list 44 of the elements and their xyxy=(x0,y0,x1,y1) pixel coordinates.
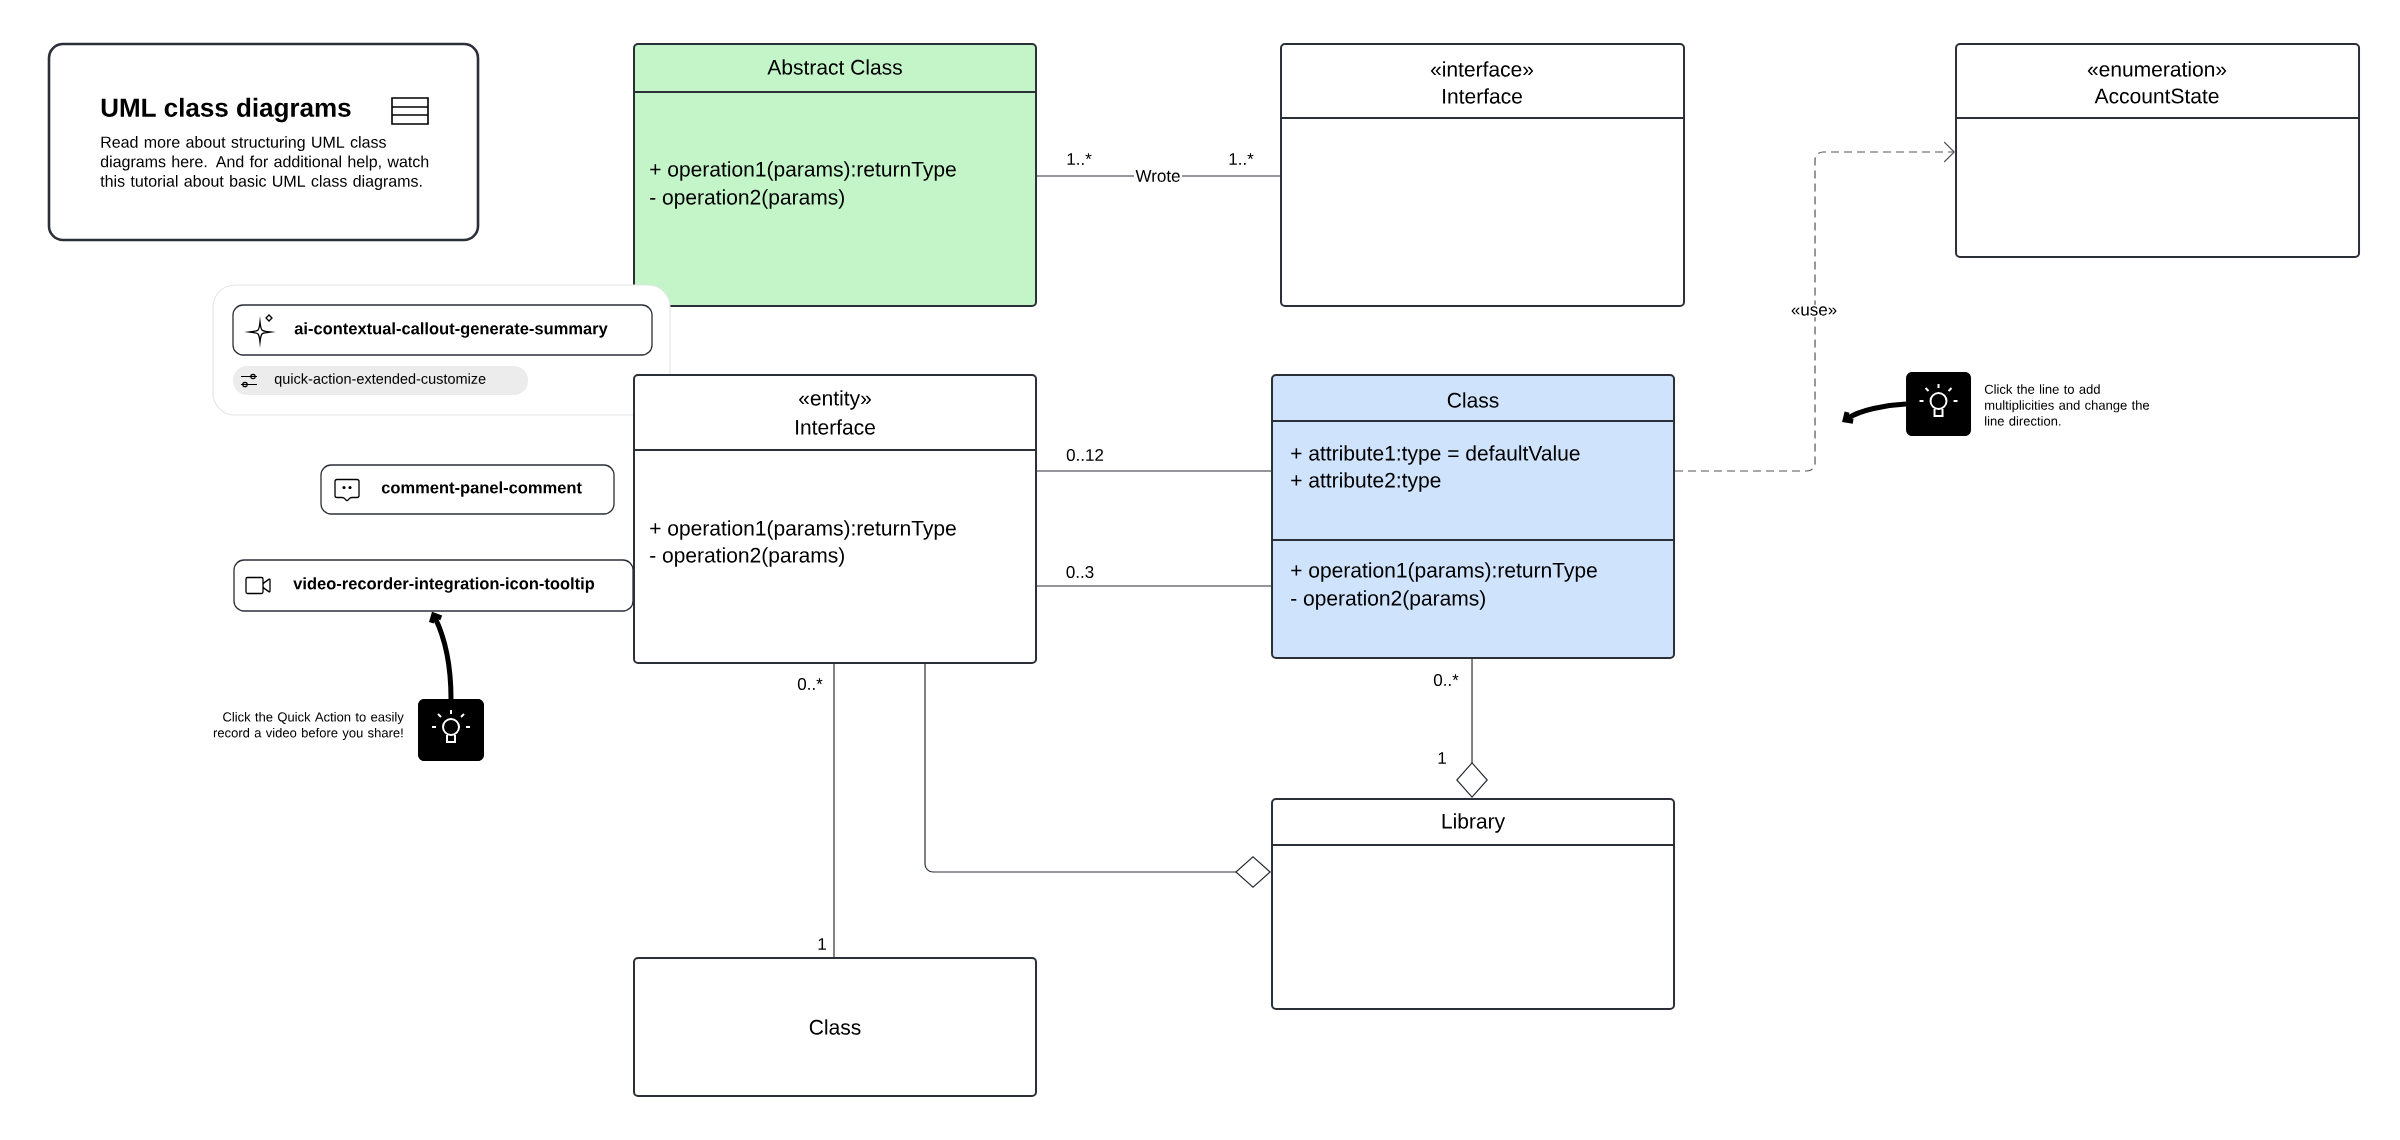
association-line xyxy=(833,663,835,958)
class-name: AccountState xyxy=(2094,88,2219,104)
multiplicity-label: 1 xyxy=(1438,752,1446,764)
member-text: + attribute2:type xyxy=(1291,472,1441,492)
member-text: + operation1(params):returnType xyxy=(1291,562,1597,582)
card-title: UML class diagrams xyxy=(101,97,351,123)
member-text: + operation1(params):returnType xyxy=(650,161,956,181)
class-name: Interface xyxy=(796,419,875,435)
stereotype-label: «entity» xyxy=(799,390,871,410)
dependency-arrow xyxy=(1674,141,1956,472)
multiplicity-label: 0..* xyxy=(1433,674,1459,687)
member-text: + attribute1:type = defaultValue xyxy=(1291,445,1580,465)
comment-button: comment-panel-comment xyxy=(320,464,615,515)
stereotype-label: «enumeration» xyxy=(2087,61,2227,77)
callout-button: ai-contextual-callout-generate-summary xyxy=(232,304,653,356)
edge-label: Wrote xyxy=(1134,168,1183,184)
class-name: Class xyxy=(1447,392,1499,408)
aggregation-line xyxy=(1456,658,1489,798)
multiplicity-label: 0..12 xyxy=(1066,449,1104,462)
association-line xyxy=(1036,585,1272,587)
member-text: - operation2(params) xyxy=(650,189,844,209)
class-name: Abstract Class xyxy=(767,59,902,75)
member-text: - operation2(params) xyxy=(650,547,844,567)
tooltip-button: video-recorder-integration-icon-tooltip xyxy=(233,559,634,612)
edge-label: «use» xyxy=(1789,304,1839,318)
action-chip: quick-action-extended-customize xyxy=(233,366,528,395)
association-line xyxy=(1036,470,1272,472)
class-name: Class xyxy=(809,1019,861,1035)
curved-arrow xyxy=(1842,401,1907,424)
curved-arrow xyxy=(428,611,454,699)
member-text: - operation2(params) xyxy=(1291,590,1485,610)
multiplicity-label: 1..* xyxy=(1229,153,1254,165)
class-name: Interface xyxy=(1443,88,1522,104)
card-body: Read more about structuring UML class diagrams here. And for additional help, watch this tutorial about basic UML class diagrams. xyxy=(100,136,429,190)
multiplicity-label: 1 xyxy=(818,938,826,950)
multiplicity-label: 0..3 xyxy=(1066,566,1094,579)
tip-text: Click the line to add multiplicities and change the line direction. xyxy=(1984,384,2150,426)
aggregation-line xyxy=(924,663,1271,888)
stereotype-label: «interface» xyxy=(1430,61,1534,77)
class-name: Library xyxy=(1442,813,1506,833)
tip-text: Click the Quick Action to easily record a video before you share! xyxy=(213,712,404,740)
multiplicity-label: 0..* xyxy=(797,678,823,691)
multiplicity-label: 1..* xyxy=(1067,153,1092,165)
member-text: + operation1(params):returnType xyxy=(650,520,956,540)
